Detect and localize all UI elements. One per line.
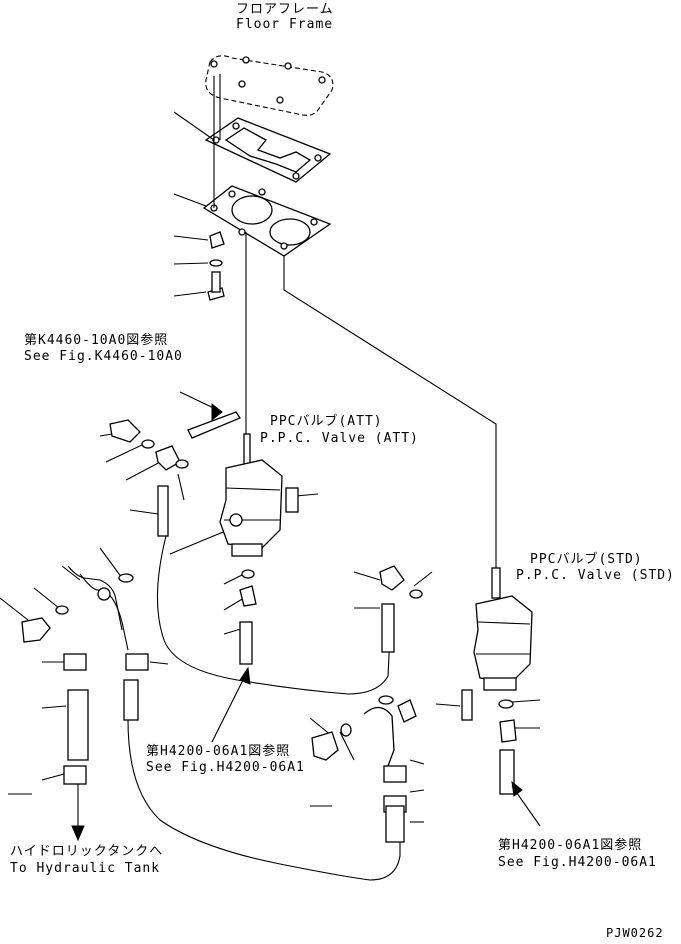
- ref-h4200-left-label-en: See Fig.H4200-06A1: [146, 760, 305, 775]
- ppc-valve-att-part: [219, 433, 299, 665]
- tank-label-en: To Hydraulic Tank: [10, 861, 161, 876]
- nut-washer-bolt-parts: [207, 231, 225, 301]
- ppc-valve-std-label-jp: PPCバルブ(STD): [530, 552, 643, 567]
- drawing-code: PJW0262: [606, 926, 664, 940]
- hose-k4460-part: [187, 402, 241, 439]
- cover-plate-part: [204, 117, 332, 183]
- floor-frame-label-en: Floor Frame: [236, 17, 334, 32]
- ref-arrow-left: [211, 666, 251, 743]
- floor-frame-part: [205, 55, 334, 116]
- ref-h4200-right-label-en: See Fig.H4200-06A1: [498, 855, 657, 870]
- ppc-valve-std-label-en: P.P.C. Valve (STD): [516, 568, 675, 583]
- leader-lines: [0, 74, 541, 823]
- bottom-right-fittings: [311, 706, 407, 843]
- tank-label-jp: ハイドロリックタンクへ: [10, 844, 164, 859]
- ref-k4460-label-en: See Fig.K4460-10A0: [24, 349, 183, 364]
- floor-frame-label-jp: フロアフレーム: [236, 2, 334, 17]
- ppc-valve-std-part: [378, 565, 541, 827]
- ppc-valve-att-label-en: P.P.C. Valve (ATT): [260, 431, 419, 446]
- ref-h4200-left-label-jp: 第H4200-06A1図参照: [146, 744, 291, 759]
- left-fittings: [109, 419, 189, 583]
- hose-loops: [127, 535, 401, 881]
- left-hose-assembly: [21, 565, 149, 842]
- mounting-plate-part: [202, 185, 332, 257]
- ref-h4200-right-label-jp: 第H4200-06A1図参照: [498, 838, 643, 853]
- ref-k4460-label-jp: 第K4460-10A0図参照: [24, 333, 169, 348]
- ppc-valve-att-label-jp: PPCバルブ(ATT): [270, 414, 383, 429]
